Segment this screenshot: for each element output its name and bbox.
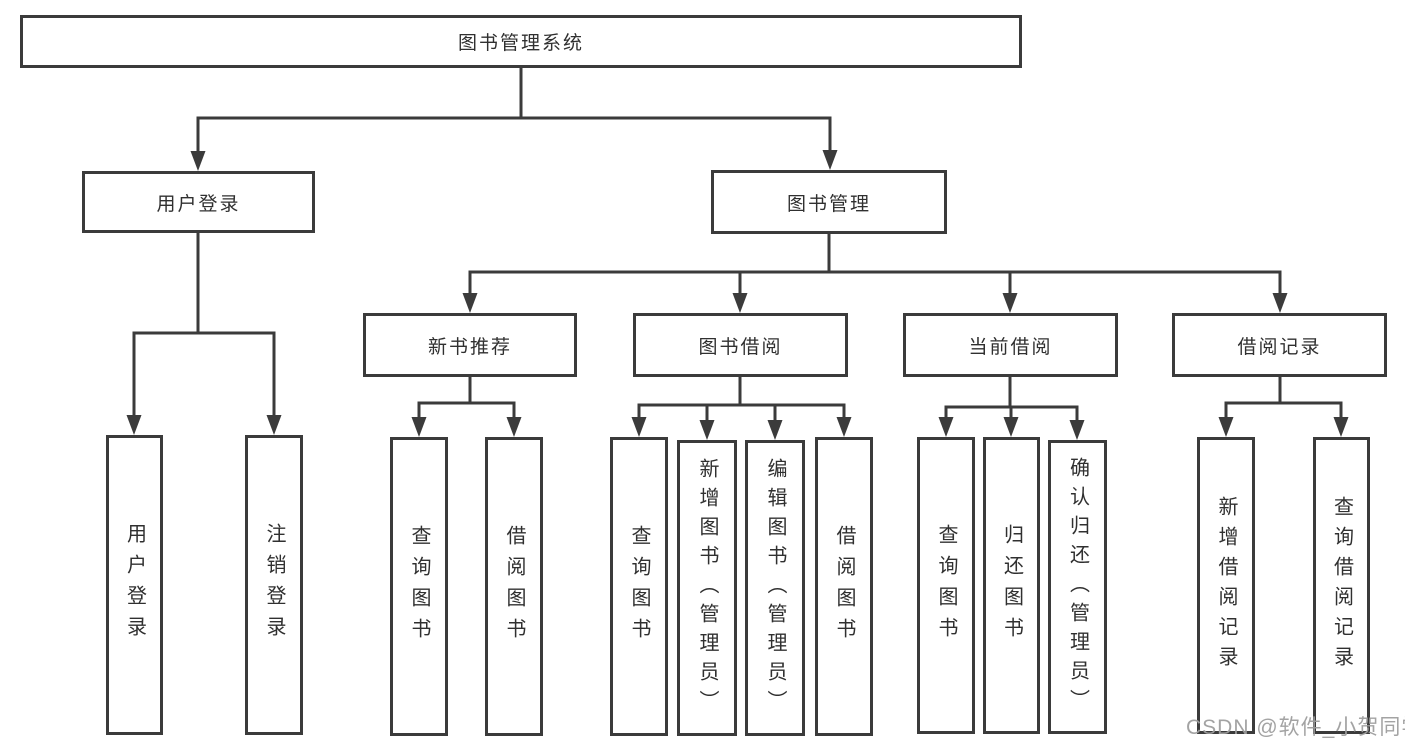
node-label: 用户登录 — [156, 193, 241, 215]
leaf-borrow-books: 借阅图书 — [815, 437, 873, 736]
node-label: 用户登录 — [123, 523, 146, 647]
node-label: 确认归还（管理员） — [1066, 456, 1089, 718]
node-label: 借阅图书 — [833, 524, 855, 649]
leaf-confirm-return-admin: 确认归还（管理员） — [1048, 440, 1107, 734]
connector-new-books-children — [411, 377, 522, 437]
node-label: 图书管理系统 — [457, 33, 584, 54]
node-label: 查询图书 — [628, 524, 650, 649]
leaf-query-books-new: 查询图书 — [390, 437, 448, 736]
node-label: 借阅记录 — [1237, 336, 1322, 358]
connector-book-borrow-children — [631, 377, 852, 440]
node-label: 借阅图书 — [503, 524, 525, 649]
leaf-borrow-books-new: 借阅图书 — [485, 437, 543, 736]
node-label: 归还图书 — [1000, 523, 1023, 648]
node-label: 查询图书 — [408, 524, 430, 649]
leaf-query-borrow-record: 查询借阅记录 — [1313, 437, 1370, 734]
node-current-borrow: 当前借阅 — [903, 313, 1118, 377]
node-label: 注销登录 — [263, 523, 285, 647]
leaf-query-books-borrow: 查询图书 — [610, 437, 668, 736]
connector-root-to-level2 — [190, 68, 838, 171]
connector-borrow-records-children — [1218, 377, 1349, 437]
node-user-login: 用户登录 — [82, 171, 315, 233]
leaf-logout: 注销登录 — [245, 435, 303, 735]
connector-book-mgmt-children — [462, 234, 1288, 313]
node-label: 新书推荐 — [427, 336, 512, 358]
node-label: 新增图书（管理员） — [696, 457, 718, 719]
leaf-query-books-current: 查询图书 — [917, 437, 975, 734]
leaf-add-borrow-record: 新增借阅记录 — [1197, 437, 1255, 734]
node-book-management: 图书管理 — [711, 170, 947, 234]
node-book-borrow: 图书借阅 — [633, 313, 848, 377]
node-label: 图书借阅 — [698, 336, 783, 358]
node-library-management-system: 图书管理系统 — [20, 15, 1022, 68]
node-borrow-records: 借阅记录 — [1172, 313, 1387, 377]
leaf-add-books-admin: 新增图书（管理员） — [677, 440, 737, 736]
csdn-watermark: CSDN @软件_小贺同学 — [1186, 716, 1405, 739]
leaf-return-books: 归还图书 — [983, 437, 1040, 734]
node-label: 查询图书 — [935, 523, 957, 648]
connector-current-borrow-children — [938, 377, 1085, 440]
node-label: 新增借阅记录 — [1215, 495, 1237, 676]
node-new-book-recommend: 新书推荐 — [363, 313, 577, 377]
connector-user-login-children — [126, 233, 282, 435]
leaf-edit-books-admin: 编辑图书（管理员） — [745, 440, 805, 736]
node-label: 编辑图书（管理员） — [764, 457, 786, 719]
node-label: 当前借阅 — [968, 336, 1053, 358]
leaf-user-login: 用户登录 — [106, 435, 163, 735]
node-label: 图书管理 — [786, 193, 871, 215]
node-label: 查询借阅记录 — [1330, 495, 1353, 676]
